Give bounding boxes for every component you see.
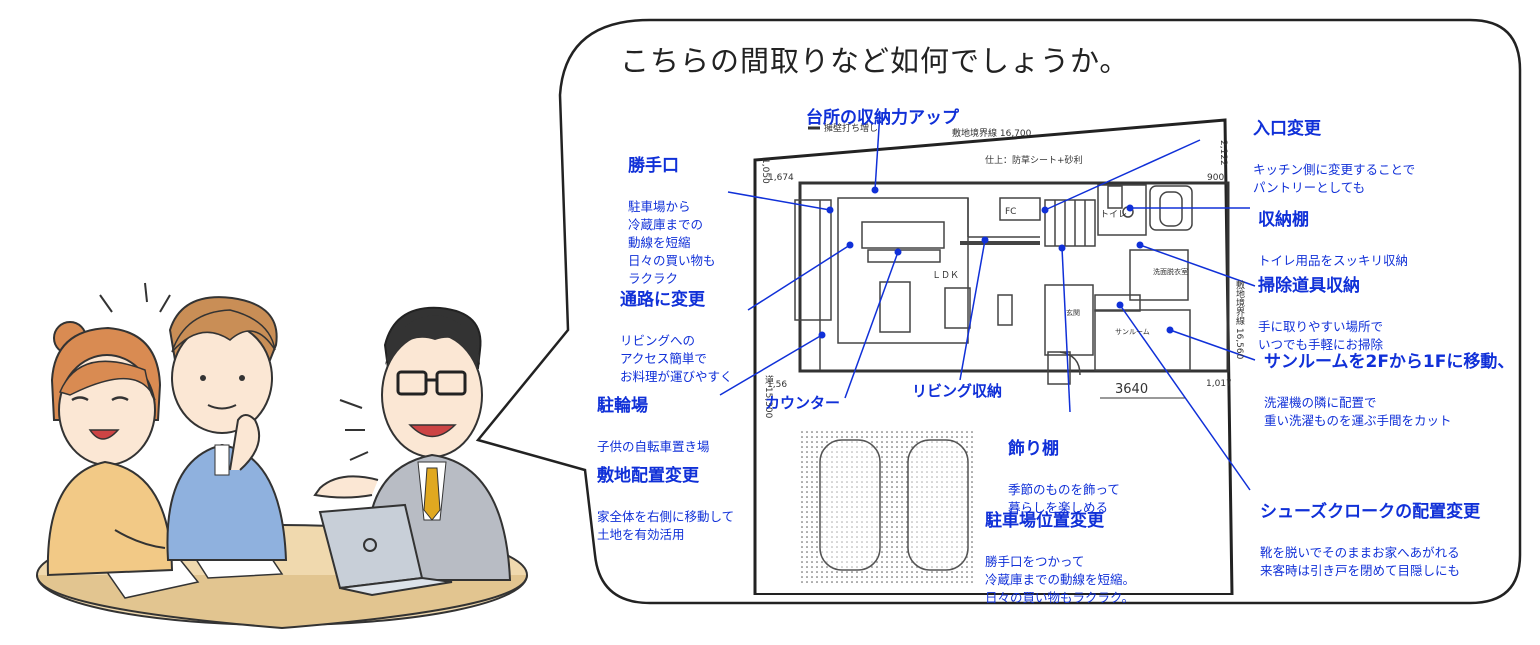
annotation-body: トイレ用品をスッキリ収納 — [1258, 253, 1409, 268]
finish-label: 仕上：防草シート+砂利 — [985, 156, 1083, 166]
sunroom-small-label: サンルーム — [1115, 328, 1150, 336]
annotation-title: 飾り棚 — [1008, 439, 1059, 459]
annotation-body: 洗濯機の隣に配置で 重い洗濯ものを運ぶ手間をカット — [1264, 395, 1452, 428]
attention-lines — [99, 282, 369, 461]
annotation-title: シューズクロークの配置変更 — [1260, 502, 1481, 522]
woman-figure — [46, 321, 174, 577]
annotation-title: 掃除道具収納 — [1258, 276, 1360, 296]
annotation-body: キッチン側に変更することで パントリーとしても — [1253, 162, 1416, 195]
laptop — [318, 503, 453, 597]
dim-1050: 1,050 — [760, 158, 770, 184]
side-boundary-label: 敷地境界線 16,560 — [1234, 280, 1244, 360]
dim-1564: 1,56 — [767, 380, 788, 390]
annotation-title: 通路に変更 — [620, 290, 705, 310]
leader-lines — [719, 111, 1256, 491]
dim-2122: 2,122 — [1218, 140, 1228, 166]
annotation-body: 勝手口をつかって 冷蔵庫までの動線を短縮。 日々の買い物もラクラク。 — [985, 554, 1136, 605]
dim-1017: 1,017 — [1206, 379, 1232, 389]
leader-dots — [818, 186, 1174, 339]
annotation-back-door: 勝手口 駐車場から 冷蔵庫までの 動線を短縮 日々の買い物も ラクラク — [628, 136, 716, 307]
annotation-body: 家全体を右側に移動して 土地を有効活用 — [597, 509, 735, 542]
annotation-storage-shelf: 収納棚 トイレ用品をスッキリ収納 — [1258, 190, 1408, 289]
counter-label: カウンター — [765, 394, 841, 412]
annotation-title: 入口変更 — [1253, 119, 1321, 139]
car-left — [819, 439, 881, 571]
living-storage-label: リビング収納 — [912, 382, 1003, 400]
annotation-title: サンルームを2Fから1Fに移動、 — [1264, 352, 1515, 372]
man-figure — [166, 296, 288, 561]
annotation-body: 駐車場から 冷蔵庫までの 動線を短縮 日々の買い物も ラクラク — [628, 199, 716, 286]
speech-headline: こちらの間取りなど如何でしょうか。 — [620, 44, 1130, 78]
annotation-body: 手に取りやすい場所で いつでも手軽にお掃除 — [1258, 319, 1384, 352]
entrance-label: 玄関 — [1066, 309, 1080, 317]
washroom-label: 洗面脱衣室 — [1153, 268, 1188, 276]
width-3640-label: 3640 — [1115, 382, 1149, 397]
interior-walls — [794, 184, 1193, 385]
annotation-title: 台所の収納力アップ — [806, 108, 959, 128]
annotation-title: 勝手口 — [628, 156, 679, 176]
fc-label: FC — [1005, 207, 1017, 217]
annotation-title: 駐輪場 — [597, 396, 648, 416]
boundary-top-label: 敷地境界線 16,700 — [952, 129, 1032, 139]
annotation-title: 収納棚 — [1258, 210, 1309, 230]
annotation-shoe-closet: シューズクロークの配置変更 靴を脱いでそのままお家へあがれる 来客時は引き戸を閉… — [1260, 482, 1480, 599]
annotation-site-layout: 敷地配置変更 家全体を右側に移動して 土地を有効活用 — [597, 446, 734, 563]
annotation-body: 子供の自転車置き場 — [597, 439, 710, 454]
toilet-label: トイレ — [1100, 210, 1128, 220]
annotation-body: リビングへの アクセス簡単で お料理が運びやすく — [620, 333, 733, 384]
annotation-kitchen-storage: 台所の収納力アップ — [806, 88, 959, 148]
annotation-body: 季節のものを飾って 暮らしを楽しめる — [1008, 482, 1120, 515]
annotation-parking-change: 駐車場位置変更 勝手口をつかって 冷蔵庫までの動線を短縮。 日々の買い物もラクラ… — [985, 491, 1135, 626]
annotation-bicycle-parking: 駐輪場 子供の自転車置き場 — [597, 376, 710, 475]
annotation-cleaning-storage: 掃除道具収納 手に取りやすい場所で いつでも手軽にお掃除 — [1258, 256, 1383, 373]
fence-label: 擁壁打ち増し — [824, 124, 879, 134]
annotation-entrance-change: 入口変更 キッチン側に変更することで パントリーとしても — [1253, 99, 1415, 216]
dim-15300: 道 15,300 — [763, 375, 773, 419]
annotation-title: 敷地配置変更 — [597, 466, 699, 486]
parking-area-right — [968, 428, 976, 583]
annotation-passage-change: 通路に変更 リビングへの アクセス簡単で お料理が運びやすく — [620, 270, 733, 405]
dim-1674: 1,674 — [768, 173, 794, 183]
annotation-title: 駐車場位置変更 — [985, 511, 1104, 531]
annotation-body: 靴を脱いでそのままお家へあがれる 来客時は引き戸を閉めて目隠しにも — [1260, 545, 1461, 578]
car-right — [907, 439, 969, 571]
dim-900: 900 — [1207, 173, 1225, 183]
annotation-decor-shelf: 飾り棚 季節のものを飾って 暮らしを楽しめる — [1008, 419, 1120, 536]
ldk-label: ＬＤＫ — [932, 271, 960, 281]
annotation-sunroom: サンルームを2Fから1Fに移動、 洗濯機の隣に配置で 重い洗濯ものを運ぶ手間をカ… — [1264, 332, 1514, 449]
